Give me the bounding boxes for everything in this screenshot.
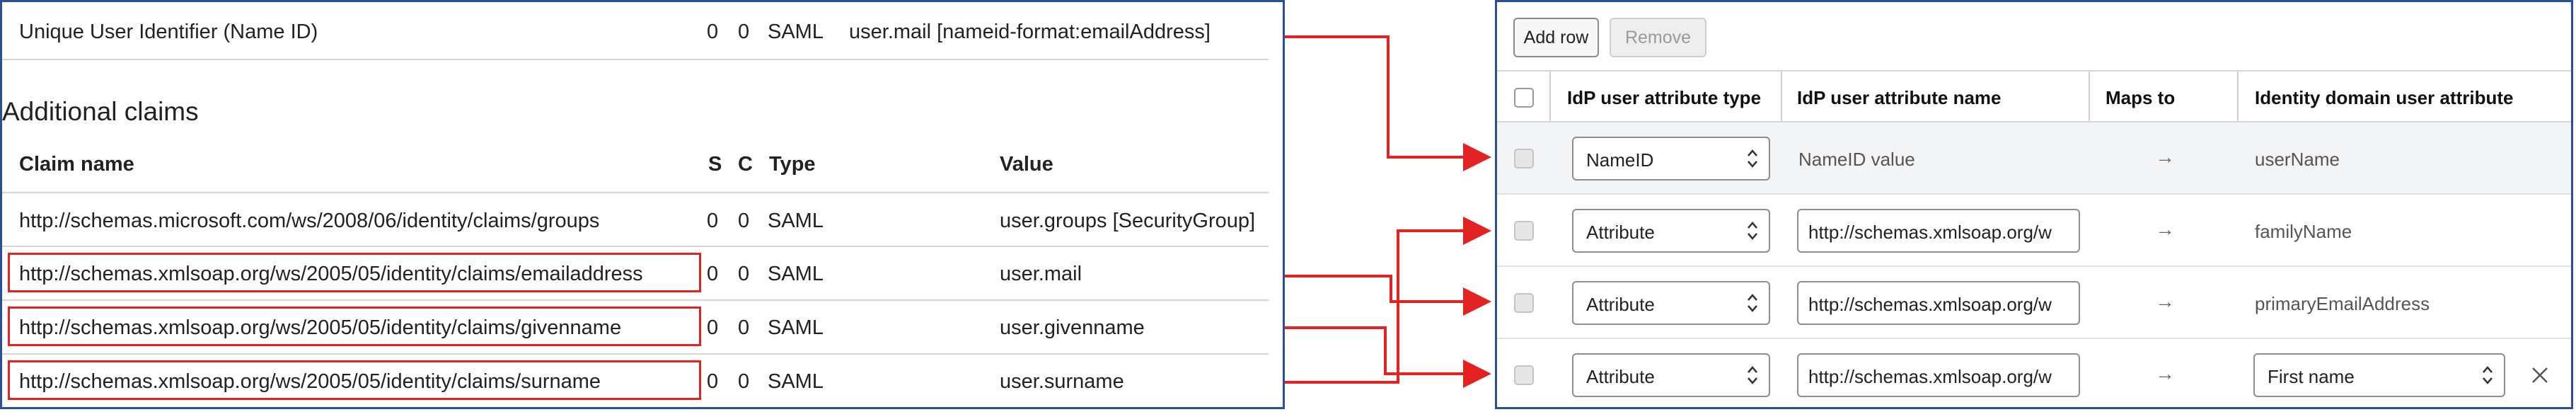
- nameid-claim-name: Unique User Identifier (Name ID): [19, 21, 318, 43]
- select-caret-icon: [1748, 222, 1757, 240]
- divider: [1497, 70, 2571, 71]
- row-checkbox[interactable]: [1514, 365, 1534, 385]
- claim-name[interactable]: http://schemas.microsoft.com/ws/2008/06/…: [19, 210, 600, 232]
- claim-highlight-box: [8, 307, 701, 346]
- connector-givenname: [1285, 326, 1491, 388]
- connector-surname: [1285, 217, 1491, 384]
- header-type: Type: [769, 153, 816, 176]
- idp-type-select[interactable]: NameID: [1572, 137, 1770, 181]
- header-idp-name[interactable]: IdP user attribute name: [1797, 87, 2002, 108]
- select-caret-icon: [2483, 366, 2493, 384]
- row-checkbox[interactable]: [1514, 149, 1534, 168]
- column-separator: [2237, 71, 2239, 121]
- header-idp-type[interactable]: IdP user attribute type: [1567, 87, 1762, 108]
- header-maps-to: Maps to: [2106, 87, 2176, 108]
- remove-button[interactable]: Remove: [1610, 18, 1706, 57]
- idp-attr-name-value: http://schemas.xmlsoap.org/w: [1808, 294, 2052, 315]
- claim-value: user.surname: [1000, 370, 1124, 393]
- claim-highlight-box: [8, 360, 701, 400]
- claim-type: SAML: [768, 316, 824, 339]
- idp-attr-name-input[interactable]: http://schemas.xmlsoap.org/w: [1797, 353, 2080, 397]
- nameid-c: 0: [738, 21, 750, 43]
- claim-s: 0: [707, 316, 719, 339]
- domain-attr-select-value: First name: [2268, 366, 2355, 387]
- header-c: C: [738, 153, 753, 176]
- add-row-button[interactable]: Add row: [1513, 18, 1599, 57]
- domain-attr-select[interactable]: First name: [2253, 353, 2505, 397]
- claim-type: SAML: [768, 210, 824, 232]
- idp-type-select-value: Attribute: [1586, 222, 1655, 243]
- header-claim-name: Claim name: [19, 153, 134, 176]
- claim-type: SAML: [768, 370, 824, 393]
- connector-nameid: [1285, 35, 1491, 171]
- nameid-value[interactable]: user.mail [nameid-format:emailAddress]: [849, 21, 1211, 43]
- header-value: Value: [1000, 153, 1053, 176]
- table-row: NameID NameID value → userName: [1497, 122, 2571, 195]
- nameid-s: 0: [707, 21, 719, 43]
- nameid-type: SAML: [768, 21, 824, 43]
- select-caret-icon: [1748, 366, 1757, 384]
- idp-type-select[interactable]: Attribute: [1572, 353, 1770, 397]
- select-caret-icon: [1748, 149, 1757, 168]
- table-row: Attribute http://schemas.xmlsoap.org/w →…: [1497, 339, 2571, 411]
- divider: [2, 246, 1269, 247]
- idp-attr-name-value: http://schemas.xmlsoap.org/w: [1808, 366, 2052, 387]
- claims-panel: Unique User Identifier (Name ID) 0 0 SAM…: [0, 0, 1285, 409]
- table-row: Attribute http://schemas.xmlsoap.org/w →…: [1497, 195, 2571, 267]
- idp-type-select-value: NameID: [1586, 149, 1654, 171]
- row-checkbox[interactable]: [1514, 293, 1534, 313]
- section-title: Additional claims: [2, 97, 199, 126]
- claim-value: user.groups [SecurityGroup]: [1000, 210, 1256, 232]
- header-s: S: [708, 153, 722, 176]
- idp-type-select-value: Attribute: [1586, 366, 1655, 387]
- arrow-right-icon: →: [2155, 362, 2175, 384]
- row-checkbox[interactable]: [1514, 221, 1534, 241]
- claim-c: 0: [738, 263, 750, 285]
- idp-attr-name-input[interactable]: http://schemas.xmlsoap.org/w: [1797, 281, 2080, 325]
- idp-type-select-value: Attribute: [1586, 294, 1655, 315]
- arrow-right-icon: →: [2155, 146, 2175, 168]
- idp-attr-name-input[interactable]: http://schemas.xmlsoap.org/w: [1797, 209, 2080, 253]
- select-all-checkbox[interactable]: [1514, 88, 1534, 108]
- claim-highlight-box: [8, 253, 701, 292]
- idp-type-select[interactable]: Attribute: [1572, 209, 1770, 253]
- claim-type: SAML: [768, 263, 824, 285]
- domain-attr-text: primaryEmailAddress: [2255, 293, 2430, 314]
- table-row: Attribute http://schemas.xmlsoap.org/w →…: [1497, 267, 2571, 339]
- column-separator: [1549, 71, 1551, 121]
- claim-value: user.givenname: [1000, 316, 1145, 339]
- divider: [1497, 121, 2571, 122]
- claim-value: user.mail: [1000, 263, 1082, 285]
- claim-name[interactable]: http://schemas.xmlsoap.org/ws/2005/05/id…: [19, 263, 643, 285]
- idp-type-select[interactable]: Attribute: [1572, 281, 1770, 325]
- arrow-right-icon: →: [2155, 218, 2175, 240]
- attribute-mapping-panel: Add row Remove IdP user attribute type I…: [1495, 0, 2573, 409]
- claim-name[interactable]: http://schemas.xmlsoap.org/ws/2005/05/id…: [19, 370, 601, 393]
- domain-attr-text: familyName: [2255, 221, 2352, 242]
- claim-name[interactable]: http://schemas.xmlsoap.org/ws/2005/05/id…: [19, 316, 622, 339]
- divider: [2, 59, 1269, 60]
- claim-s: 0: [707, 263, 719, 285]
- claim-c: 0: [738, 316, 750, 339]
- idp-attr-name-value: http://schemas.xmlsoap.org/w: [1808, 222, 2052, 243]
- select-caret-icon: [1748, 294, 1757, 312]
- claim-c: 0: [738, 370, 750, 393]
- divider: [2, 299, 1269, 301]
- domain-attr-text: userName: [2255, 149, 2340, 170]
- divider: [2, 192, 1269, 193]
- header-domain-attr[interactable]: Identity domain user attribute: [2255, 87, 2514, 108]
- divider: [2, 353, 1269, 355]
- idp-attr-name-text: NameID value: [1798, 149, 1915, 170]
- claim-c: 0: [738, 210, 750, 232]
- column-separator: [1781, 71, 1782, 121]
- connector-email: [1285, 275, 1491, 316]
- close-icon[interactable]: [2529, 365, 2551, 386]
- arrow-right-icon: →: [2155, 290, 2175, 312]
- claim-s: 0: [707, 210, 719, 232]
- claim-s: 0: [707, 370, 719, 393]
- column-separator: [2089, 71, 2090, 121]
